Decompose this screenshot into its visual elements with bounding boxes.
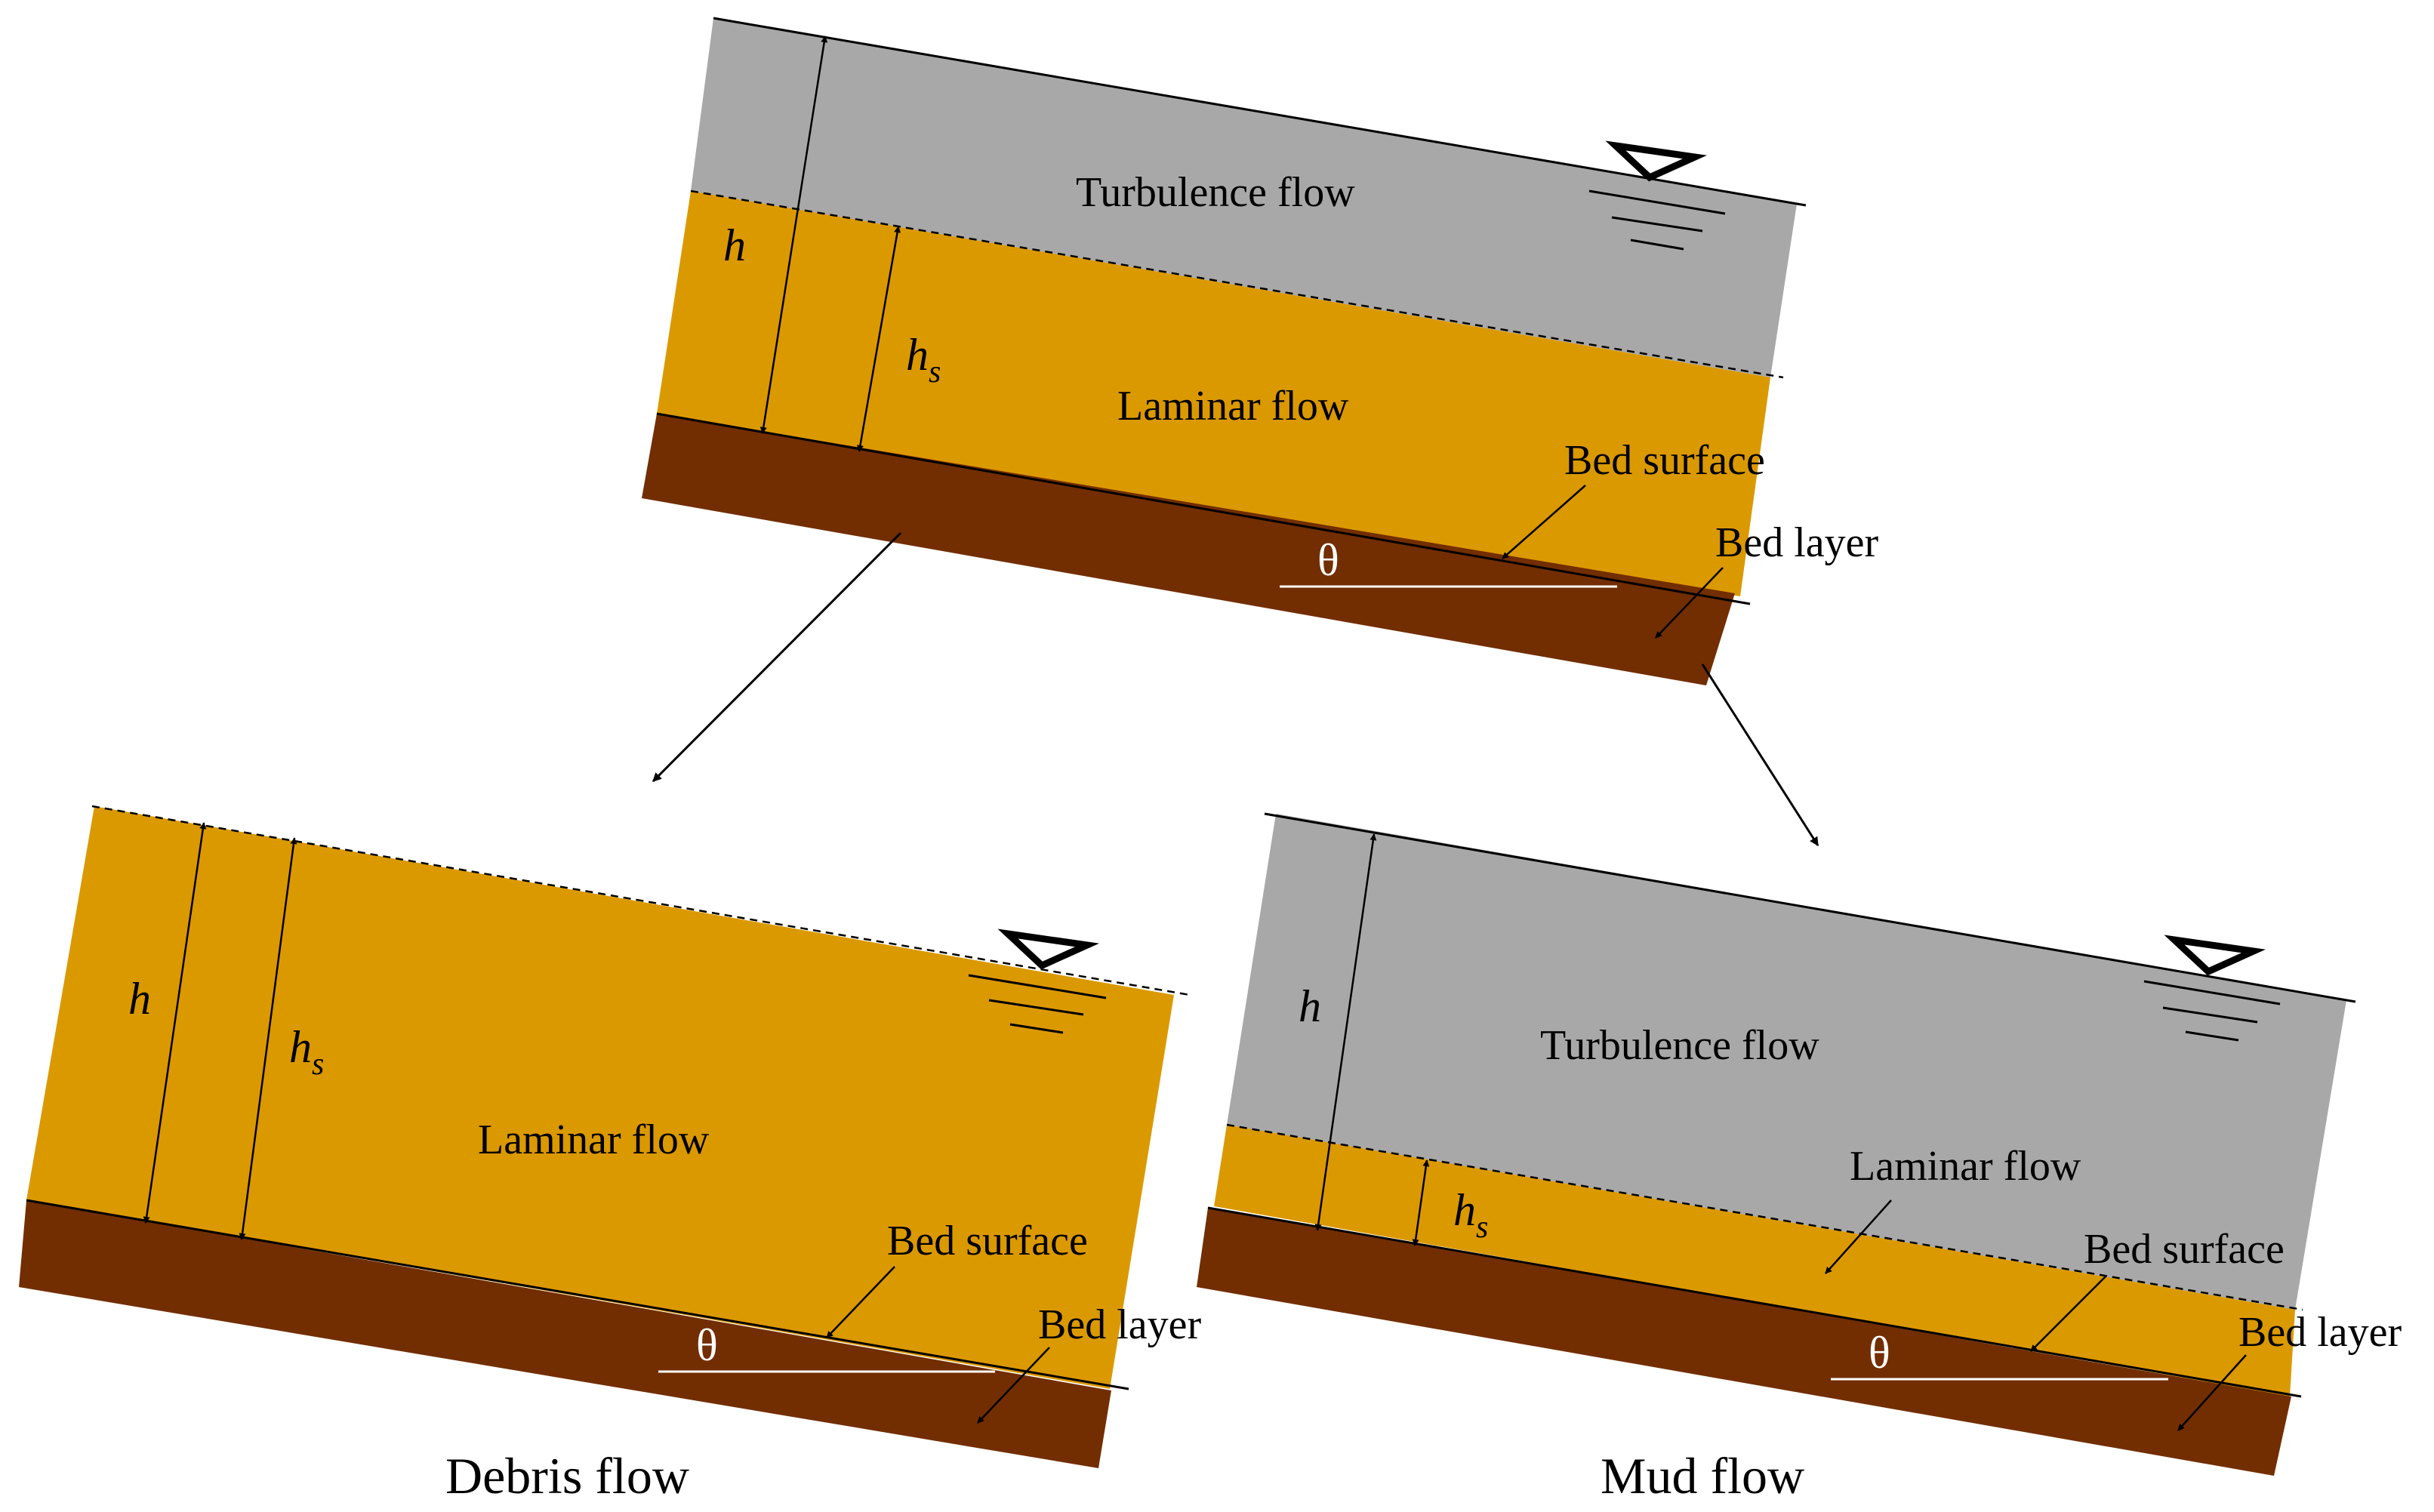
hs-dimension-arrow xyxy=(239,837,297,1240)
turbulence-layer xyxy=(1227,814,2346,1310)
water-surface-triangle-icon xyxy=(1588,140,1726,251)
h-dimension-arrow xyxy=(759,35,828,434)
bed-layer-pointer xyxy=(2177,1354,2247,1431)
bed-layer xyxy=(642,414,1735,685)
laminar-pointer xyxy=(1825,1199,1892,1274)
hs-label: hs xyxy=(289,1022,324,1082)
debris-flow-caption: Debris flow xyxy=(445,1447,689,1504)
h-dimension-arrow xyxy=(143,822,207,1224)
bed-layer xyxy=(19,1200,1111,1468)
laminar-layer xyxy=(1214,1125,2295,1397)
free-surface-line xyxy=(713,17,1807,207)
bed-layer-label: Bed layer xyxy=(1715,519,1878,566)
laminar-layer xyxy=(26,806,1174,1389)
h-label: h xyxy=(128,974,151,1024)
laminar-label: Laminar flow xyxy=(478,1116,710,1163)
bed-surface-label: Bed surface xyxy=(1564,437,1765,484)
debris-connector-arrow xyxy=(652,531,902,783)
bed-layer-label: Bed layer xyxy=(2238,1309,2402,1356)
top-panel: h hs Turbulence flow Laminar flow Bed su… xyxy=(642,17,1878,685)
theta-label: θ xyxy=(696,1320,718,1370)
h-label: h xyxy=(723,220,746,270)
bed-layer xyxy=(1197,1208,2291,1476)
free-surface-line xyxy=(1264,812,2356,1003)
interface-line xyxy=(1226,1123,2303,1311)
mud-connector-arrow xyxy=(1701,664,1819,847)
h-label: h xyxy=(1299,981,1321,1031)
laminar-label: Laminar flow xyxy=(1117,383,1349,430)
theta-label: θ xyxy=(1869,1328,1890,1378)
bed-layer-pointer xyxy=(1655,567,1724,639)
bed-surface-label: Bed surface xyxy=(2084,1226,2285,1273)
turbulence-label: Turbulence flow xyxy=(1076,169,1355,216)
bed-surface-pointer xyxy=(1502,485,1586,559)
debris-panel: h hs Laminar flow Bed surface Bed layer … xyxy=(19,805,1201,1504)
interface-line xyxy=(690,189,1784,379)
hs-label: hs xyxy=(906,330,941,390)
mud-flow-caption: Mud flow xyxy=(1601,1447,1804,1504)
laminar-label: Laminar flow xyxy=(1850,1143,2081,1190)
bed-surface-pointer xyxy=(826,1266,895,1338)
turbulence-label: Turbulence flow xyxy=(1540,1022,1819,1069)
h-dimension-arrow xyxy=(1314,833,1377,1231)
bed-surface-line xyxy=(1207,1206,2302,1398)
laminar-layer xyxy=(657,191,1770,596)
water-surface-triangle-icon xyxy=(968,928,1107,1034)
water-surface-triangle-icon xyxy=(2143,935,2281,1042)
bed-surface-label: Bed surface xyxy=(887,1218,1088,1264)
bed-layer-label: Bed layer xyxy=(1038,1301,1201,1348)
bed-surface-pointer xyxy=(2030,1275,2107,1352)
turbulence-layer xyxy=(691,18,1797,377)
hs-label: hs xyxy=(1453,1185,1488,1245)
hs-dimension-arrow xyxy=(856,226,901,452)
bed-layer-pointer xyxy=(977,1347,1050,1424)
bed-surface-line xyxy=(656,412,1751,605)
mud-panel: h hs Turbulence flow Laminar flow Bed su… xyxy=(1197,812,2402,1504)
bed-surface-line xyxy=(26,1199,1129,1390)
hs-dimension-arrow xyxy=(1412,1159,1430,1246)
theta-label: θ xyxy=(1317,535,1339,585)
